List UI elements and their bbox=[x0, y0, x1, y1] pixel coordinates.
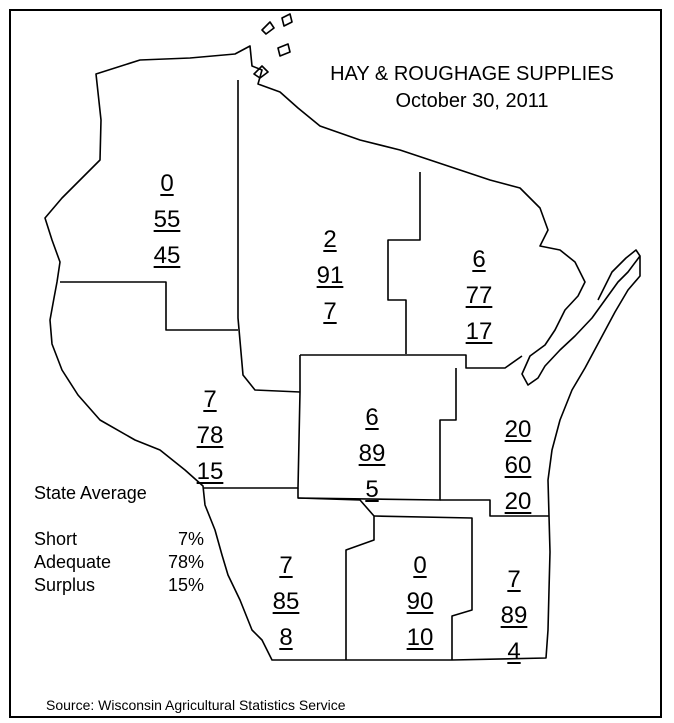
short-value: 7 bbox=[279, 552, 293, 579]
divider-ec-se bbox=[440, 499, 549, 517]
surplus-value: 7 bbox=[323, 298, 337, 325]
short-value: 7 bbox=[507, 566, 521, 593]
adequate-value: 89 bbox=[358, 440, 386, 467]
row-value: 78% bbox=[167, 552, 204, 572]
adequate-value: 85 bbox=[272, 588, 300, 615]
surplus-value: 5 bbox=[365, 476, 379, 503]
adequate-value: 90 bbox=[406, 588, 434, 615]
row-value: 7% bbox=[177, 529, 204, 549]
divider-sc-left bbox=[297, 497, 375, 660]
map-title: HAY & ROUGHAGE SUPPLIES bbox=[330, 63, 614, 85]
region-southwest: 7 85 8 bbox=[251, 548, 321, 656]
adequate-value: 60 bbox=[504, 452, 532, 479]
adequate-value: 91 bbox=[316, 262, 344, 289]
map-frame bbox=[9, 9, 662, 718]
surplus-value: 10 bbox=[406, 624, 434, 651]
region-northeast: 6 77 17 bbox=[444, 242, 514, 350]
divider-nw-south bbox=[60, 281, 238, 331]
short-value: 6 bbox=[472, 246, 486, 273]
adequate-value: 55 bbox=[153, 206, 181, 233]
row-label: Short bbox=[34, 529, 78, 549]
short-value: 7 bbox=[203, 386, 217, 413]
source-note: Source: Wisconsin Agricultural Statistic… bbox=[46, 697, 346, 713]
row-value: 15% bbox=[167, 575, 204, 595]
divider-nc-ne bbox=[387, 172, 421, 354]
adequate-value: 78 bbox=[196, 422, 224, 449]
islands bbox=[253, 13, 293, 79]
state-outline bbox=[44, 45, 641, 661]
surplus-value: 8 bbox=[279, 624, 293, 651]
divider-nw-nc bbox=[237, 80, 301, 393]
adequate-value: 77 bbox=[465, 282, 493, 309]
region-northwest: 0 55 45 bbox=[132, 166, 202, 274]
state-average-title: State Average bbox=[34, 483, 147, 503]
adequate-value: 89 bbox=[500, 602, 528, 629]
region-east-central: 20 60 20 bbox=[483, 412, 553, 520]
surplus-value: 45 bbox=[153, 242, 181, 269]
divider-central-bottom bbox=[297, 368, 457, 501]
divider-central-west bbox=[204, 355, 301, 489]
short-value: 0 bbox=[413, 552, 427, 579]
surplus-value: 20 bbox=[504, 488, 532, 515]
short-value: 0 bbox=[160, 170, 174, 197]
row-label: Adequate bbox=[34, 552, 112, 572]
row-label: Surplus bbox=[34, 575, 96, 595]
region-central: 6 89 5 bbox=[337, 400, 407, 508]
surplus-value: 4 bbox=[507, 638, 521, 665]
divider-sc-right bbox=[373, 515, 473, 660]
surplus-value: 15 bbox=[196, 458, 224, 485]
short-value: 2 bbox=[323, 226, 337, 253]
region-south-central: 0 90 10 bbox=[385, 548, 455, 656]
region-west-central: 7 78 15 bbox=[175, 382, 245, 490]
region-north-central: 2 91 7 bbox=[295, 222, 365, 330]
short-value: 20 bbox=[504, 416, 532, 443]
short-value: 6 bbox=[365, 404, 379, 431]
divider-north-central bbox=[300, 354, 523, 369]
map-date: October 30, 2011 bbox=[395, 90, 549, 112]
door-peninsula bbox=[597, 249, 641, 301]
surplus-value: 17 bbox=[465, 318, 493, 345]
region-southeast: 7 89 4 bbox=[479, 562, 549, 670]
